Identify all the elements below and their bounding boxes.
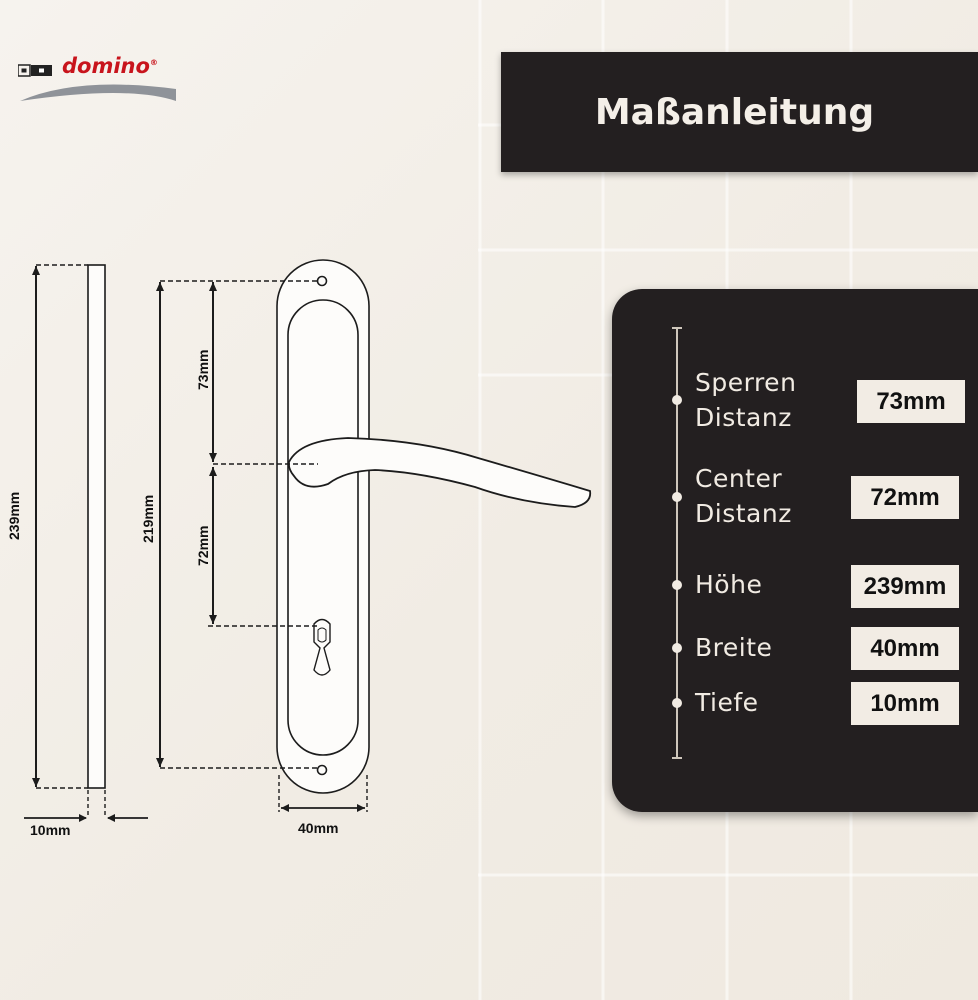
hole-distance-dimension <box>156 280 318 769</box>
lever-handle <box>287 437 592 508</box>
domino-logo: domino® <box>17 54 188 106</box>
top-screw-hole <box>316 275 328 287</box>
sperren-distance-label: 73mm <box>195 350 211 390</box>
spec-value-breite: 40mm <box>851 627 959 670</box>
spec-value-hoehe: 239mm <box>851 565 959 608</box>
brand-name: domino® <box>62 54 158 78</box>
center-distance-label: 72mm <box>195 526 211 566</box>
height-dimension <box>32 264 88 789</box>
page-title: Maßanleitung <box>594 91 875 133</box>
handle-drawing: 239mm 10mm 219mm 73mm 72mm <box>6 259 592 838</box>
spec-label-breite: Breite <box>695 633 773 662</box>
hole-distance-label: 219mm <box>140 495 156 543</box>
spec-dot-sperren <box>672 395 682 405</box>
spec-label-tiefe: Tiefe <box>695 688 759 717</box>
depth-label: 10mm <box>30 822 70 838</box>
depth-dimension <box>24 790 148 822</box>
logo-mark-icon <box>17 64 176 101</box>
center-distance-dimension <box>208 467 318 627</box>
spec-dot-hoehe <box>672 580 682 590</box>
width-dimension <box>278 775 368 812</box>
side-view-plate <box>87 264 106 789</box>
title-banner: Maßanleitung <box>501 52 978 172</box>
spec-timeline <box>676 327 678 759</box>
width-label: 40mm <box>298 820 338 836</box>
spec-label-hoehe: Höhe <box>695 570 763 599</box>
spec-value-sperren: 73mm <box>857 380 965 423</box>
spec-dot-tiefe <box>672 698 682 708</box>
spec-dot-center <box>672 492 682 502</box>
front-plate <box>276 259 370 794</box>
timeline-bottom-cap <box>672 757 682 759</box>
timeline-top-cap <box>672 327 682 329</box>
spec-value-center: 72mm <box>851 476 959 519</box>
height-label: 239mm <box>6 492 22 540</box>
sperren-distance-dimension <box>209 282 318 465</box>
bottom-screw-hole <box>316 764 328 776</box>
spec-dot-breite <box>672 643 682 653</box>
spec-value-tiefe: 10mm <box>851 682 959 725</box>
